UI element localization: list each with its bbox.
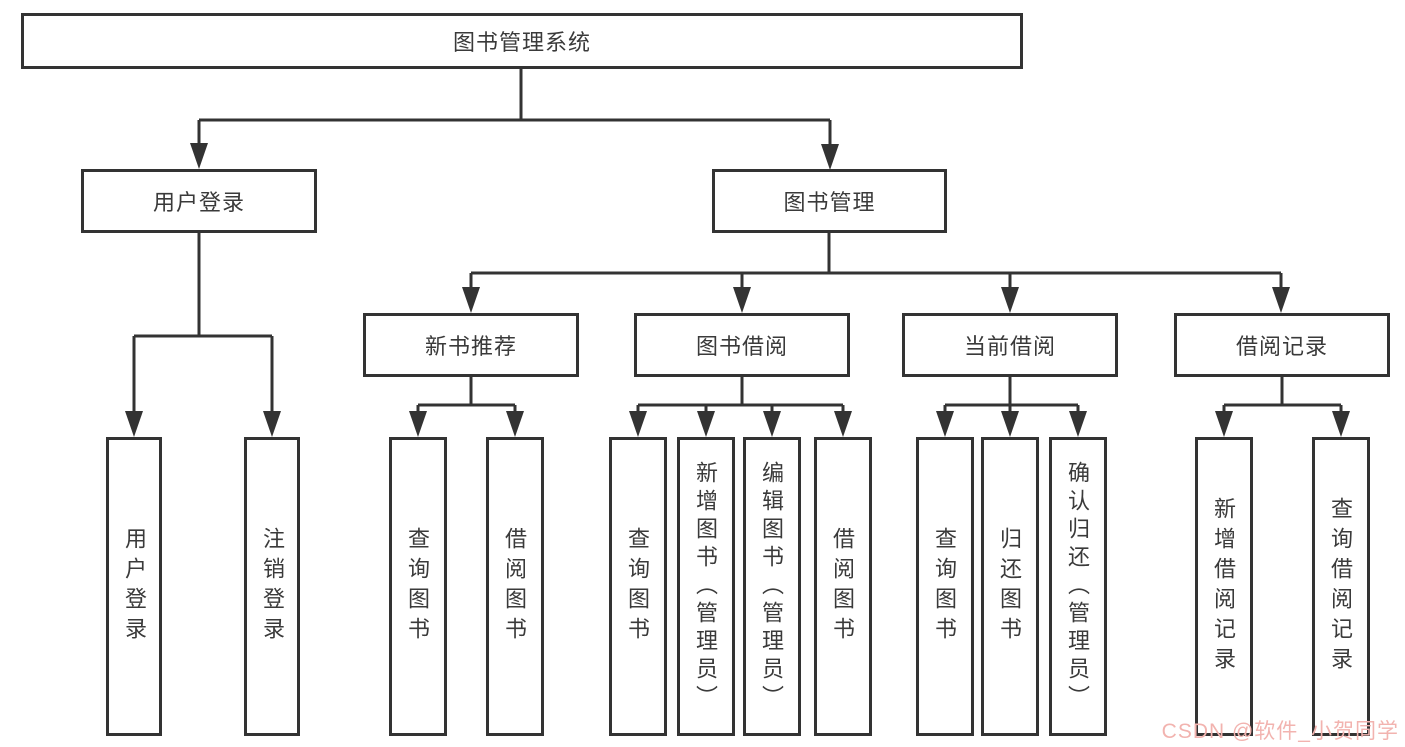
node-user-login: 用户登录: [81, 169, 317, 233]
leaf-user-login: 用户登录: [106, 437, 162, 736]
leaf-record-query: 查询借阅记录: [1312, 437, 1370, 736]
node-root-system: 图书管理系统: [21, 13, 1023, 69]
connector-current-borrow-branch: [943, 377, 1080, 414]
leaf-recommend-borrow-book: 借阅图书: [486, 437, 544, 736]
connector-root-to-level2: [197, 69, 832, 147]
leaf-borrow-edit-book: 编辑图书（管理员）: [743, 437, 801, 736]
leaf-current-return-book: 归还图书: [981, 437, 1039, 736]
leaf-recommend-query-book: 查询图书: [389, 437, 447, 736]
leaf-current-confirm-return: 确认归还（管理员）: [1049, 437, 1107, 736]
connector-new-book-recommend-branch: [416, 377, 517, 414]
leaf-borrow-add-book: 新增图书（管理员）: [677, 437, 735, 736]
node-current-borrow: 当前借阅: [902, 313, 1118, 377]
node-new-book-recommend: 新书推荐: [363, 313, 579, 377]
leaf-logout: 注销登录: [244, 437, 300, 736]
connector-borrow-record-branch: [1222, 377, 1343, 414]
node-book-borrow: 图书借阅: [634, 313, 850, 377]
leaf-record-add: 新增借阅记录: [1195, 437, 1253, 736]
connector-book-management-branch: [469, 233, 1283, 290]
leaf-borrow-query-book: 查询图书: [609, 437, 667, 736]
node-book-management: 图书管理: [712, 169, 947, 233]
connector-book-borrow-branch: [636, 377, 845, 414]
leaf-current-query-book: 查询图书: [916, 437, 974, 736]
arrowheads: [125, 143, 1350, 437]
node-borrow-record: 借阅记录: [1174, 313, 1390, 377]
csdn-watermark: CSDN @软件_小贺同学: [1161, 720, 1399, 743]
leaf-borrow-borrow-book: 借阅图书: [814, 437, 872, 736]
connector-user-login-branch: [132, 233, 274, 414]
